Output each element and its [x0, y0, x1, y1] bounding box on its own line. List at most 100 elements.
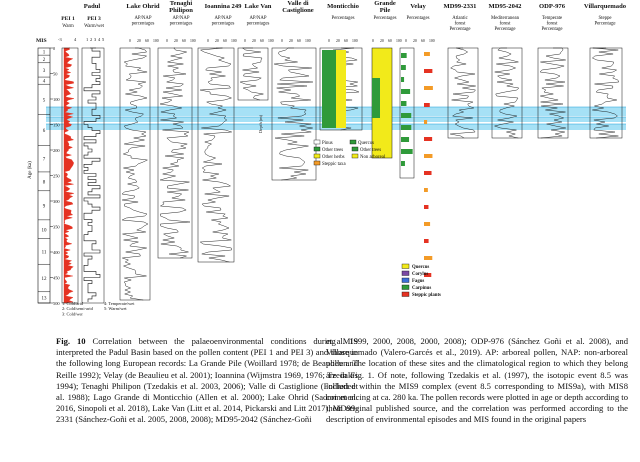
bottom-legend-item: Corylus: [412, 272, 428, 277]
grandepile-legend-item: Other trees: [360, 148, 381, 153]
percent-tick: 0: [207, 39, 209, 43]
velay-bar: [401, 77, 405, 82]
legend-swatch: [313, 153, 321, 159]
percent-tick: 0: [244, 39, 246, 43]
percent-tick: 60: [388, 39, 392, 43]
villarquemado-curve: [591, 47, 620, 139]
mis-number: 3: [43, 69, 46, 74]
column-subtitle: Percentages: [332, 16, 355, 21]
column-title: Valle di: [287, 0, 308, 7]
steppe-bar: [424, 86, 433, 90]
percent-tick: 100: [396, 39, 402, 43]
percent-tick: 100: [352, 39, 358, 43]
steppe-bar: [424, 52, 430, 56]
mis-number: 4: [43, 80, 46, 85]
mis-number: 6: [43, 129, 46, 134]
caption-left: Fig. 10 Correlation between the palaeoen…: [56, 336, 358, 426]
velay-bar: [401, 65, 406, 70]
pei1-curve: [63, 47, 75, 304]
lake-van-curve: [240, 47, 264, 101]
column-title: Monticchio: [327, 3, 360, 10]
pei-legend-item: 5: Warm/wet: [104, 306, 127, 311]
column-title: MD95-2042: [489, 3, 523, 10]
column-subtitle: Atlantic: [452, 16, 467, 21]
warm-label: Warm: [62, 24, 74, 29]
mis-number: 1: [43, 51, 46, 56]
percent-tick: 100: [190, 39, 196, 43]
steppe-bar: [424, 239, 429, 243]
column-title: Villarquemado: [584, 3, 627, 10]
bottom-legend-item: Quercus: [412, 265, 429, 270]
velay-bar: [401, 113, 412, 118]
monticchio-legend-item: Other trees: [322, 148, 343, 153]
column-subtitle: AP/NAP: [214, 16, 231, 21]
pei1-frame: [61, 47, 79, 304]
depth-axis-label: Depth (m): [258, 114, 263, 133]
pollen-plots: 1234567891011121305010015020025030035040…: [28, 46, 623, 306]
mis-number: 12: [42, 277, 48, 282]
legend-swatch: [351, 146, 359, 152]
legend-swatch: [313, 160, 321, 166]
column-title: Philipon: [169, 7, 193, 14]
monticchio-other-trees: [322, 50, 336, 128]
percent-tick: 60: [297, 39, 301, 43]
warmwet-label: Warm/wet: [84, 24, 105, 29]
percent-tick: 60: [145, 39, 149, 43]
velay-bar: [401, 161, 405, 166]
column-subtitle: AP/NAP: [172, 16, 189, 21]
percent-tick: 20: [336, 39, 340, 43]
percent-tick: 20: [252, 39, 256, 43]
age-tick: 500: [53, 301, 60, 306]
percent-tick: 60: [344, 39, 348, 43]
percent-tick: 100: [231, 39, 237, 43]
mis-number: 7: [43, 158, 46, 163]
column-title: Castiglione: [282, 7, 314, 14]
percent-tick: 20: [215, 39, 219, 43]
percent-tick: 0: [372, 39, 374, 43]
column-subtitle: Percentage: [449, 27, 470, 32]
velay-bar: [401, 137, 410, 142]
ioannina-frame: [197, 47, 235, 263]
grandepile-trees: [372, 78, 380, 118]
percent-tick: 60: [182, 39, 186, 43]
ohrid-curve: [121, 47, 149, 301]
velay-bar: [401, 125, 412, 130]
caption-right: et al. 1999, 2000, 2008, 2000, 2008); OD…: [326, 336, 628, 426]
percent-tick: 60: [223, 39, 227, 43]
velay-bar: [401, 149, 413, 154]
column-subtitle: Percentage: [594, 22, 615, 27]
steppe-bar: [424, 120, 428, 124]
percent-tick: 100: [429, 39, 435, 43]
mis-number: 5: [43, 98, 46, 103]
age-tick: 50: [53, 72, 58, 77]
mis-number: 9: [43, 204, 46, 209]
velay-bar: [401, 53, 407, 58]
legend-swatch: [401, 277, 410, 283]
grandepile-legend-item: Non arboreal: [360, 155, 386, 160]
percent-tick: 20: [380, 39, 384, 43]
legend-swatch: [313, 139, 321, 145]
md95-curve: [493, 47, 520, 139]
age-tick: 300: [53, 199, 60, 204]
column-title: ODP-976: [539, 3, 566, 10]
steppe-bar: [424, 137, 433, 141]
steppe-bar: [424, 103, 430, 107]
steppe-bar: [424, 205, 429, 209]
mis-number: 11: [42, 250, 47, 255]
legend-swatch: [401, 270, 410, 276]
steppe-bar: [424, 222, 431, 226]
percent-tick: 0: [328, 39, 330, 43]
column-subtitle: Percentage: [494, 27, 515, 32]
ioannina-curve: [199, 47, 233, 263]
percent-tick: 100: [153, 39, 159, 43]
pei1-scale-min: -3: [58, 37, 62, 42]
legend-swatch: [401, 263, 410, 269]
column-subtitle: Temperate: [542, 16, 562, 21]
pei3-label: PEI 3: [87, 16, 101, 22]
mis-column: [37, 47, 51, 304]
column-title: Grande: [374, 0, 396, 7]
column-subtitle: forest: [455, 22, 467, 27]
